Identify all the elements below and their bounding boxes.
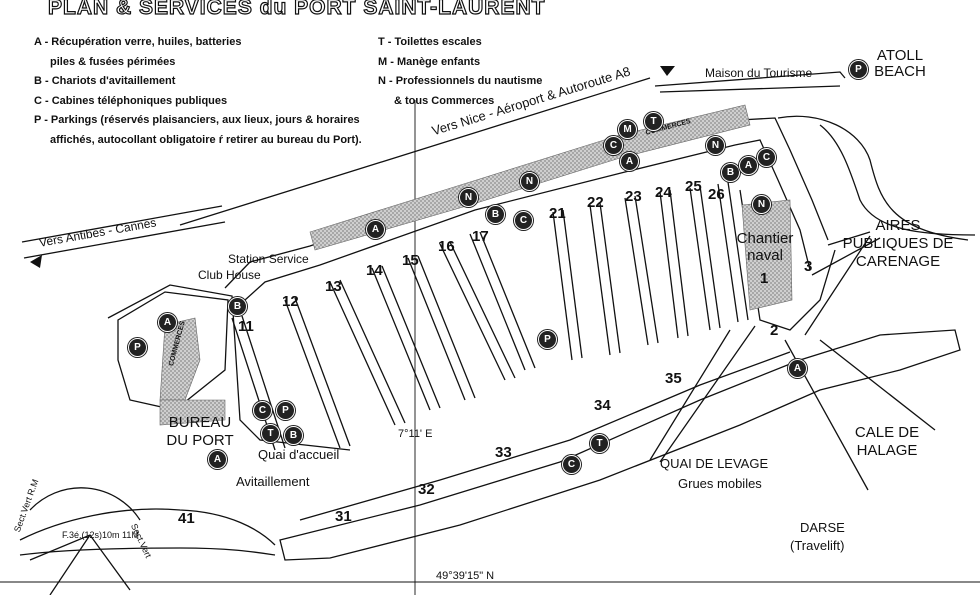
- symbol-a-6: A: [788, 359, 807, 378]
- label-cale-halage: CALE DE HALAGE: [854, 424, 920, 459]
- pontoon-24: 24: [655, 184, 672, 201]
- west-basin: [117, 291, 229, 411]
- label-bureau-port: BUREAU DU PORT: [166, 414, 234, 449]
- label-aires-carenage: AIRES PUBLIQUES DE CARENAGE: [842, 217, 954, 270]
- south-breakwater: [279, 329, 961, 561]
- commerces-bureau: [159, 399, 226, 426]
- symbol-t-3: T: [590, 434, 609, 453]
- pontoon-34: 34: [594, 397, 611, 414]
- pontoon-1: 1: [760, 270, 769, 287]
- legend-item-t: T - Toilettes escales: [378, 36, 482, 48]
- pontoon-35: 35: [665, 370, 682, 387]
- south-breakwater-inner: [299, 351, 791, 521]
- label-darse: DARSE: [800, 520, 845, 535]
- symbol-b-1: B: [486, 205, 505, 224]
- symbol-a-5: A: [208, 450, 227, 469]
- legend-item-a-cont: piles & fusées périmées: [50, 55, 176, 68]
- pontoon-23: 23: [625, 188, 642, 205]
- legend-left: A - Récupération verre, huiles, batterie…: [34, 33, 362, 150]
- light-sector: [29, 534, 131, 595]
- pontoon-13: 13: [325, 278, 342, 295]
- symbol-p-1: P: [128, 338, 147, 357]
- label-light: F.3é.(12s)10m 11M: [62, 530, 139, 540]
- symbol-n-2: N: [520, 172, 539, 191]
- pontoon-41: 41: [178, 510, 195, 527]
- symbol-n-4: N: [752, 195, 771, 214]
- pontoons: [231, 181, 749, 451]
- symbol-m-1: M: [618, 120, 637, 139]
- legend-right: T - Toilettes escales M - Manège enfants…: [378, 33, 542, 111]
- symbol-n-3: N: [706, 136, 725, 155]
- symbol-a-4: A: [158, 313, 177, 332]
- road-antibes-2: [21, 205, 223, 243]
- symbol-c-3: C: [757, 148, 776, 167]
- coast-right-2: [819, 124, 976, 236]
- pontoon-21: 21: [549, 205, 566, 222]
- pontoon-26: 26: [708, 186, 725, 203]
- label-quai-accueil: Quai d'accueil: [258, 447, 340, 462]
- pontoon-11: 11: [238, 318, 254, 335]
- label-quai-levage: QUAI DE LEVAGE: [660, 456, 769, 471]
- symbol-p-2: P: [538, 330, 557, 349]
- symbol-t-1: T: [644, 112, 663, 131]
- symbol-a-2: A: [620, 152, 639, 171]
- legend-item-a: A - Récupération verre, huiles, batterie…: [34, 36, 242, 48]
- pontoon-22: 22: [587, 194, 604, 211]
- legend-item-n: N - Professionnels du nautisme: [378, 75, 543, 87]
- symbol-p-atoll: P: [849, 60, 868, 79]
- map-title: PLAN & SERVICES du PORT SAINT-LAURENT: [47, 0, 546, 20]
- label-grues-mobiles: Grues mobiles: [678, 476, 762, 491]
- legend-item-c: C - Cabines téléphoniques publiques: [34, 94, 228, 107]
- symbol-c-2: C: [514, 211, 533, 230]
- label-travelift: (Travelift): [790, 538, 845, 553]
- commerces-west: [159, 317, 201, 401]
- label-latitude: 49°39'15" N: [436, 570, 495, 582]
- southwest-coast: [19, 508, 276, 546]
- symbol-a-3: A: [739, 156, 758, 175]
- chantier-area: [741, 199, 793, 311]
- legend-item-b: B - Chariots d'avitaillement: [34, 75, 176, 87]
- pontoon-32: 32: [418, 481, 435, 498]
- symbol-c-1: C: [604, 136, 623, 155]
- pontoon-12: 12: [282, 293, 299, 310]
- symbol-a-1: A: [366, 220, 385, 239]
- legend-item-p-cont: affichés, autocollant obligatoire ŕ reti…: [50, 133, 362, 146]
- pontoon-3: 3: [804, 258, 813, 275]
- pontoon-33: 33: [495, 444, 512, 461]
- label-station-service: Station Service: [228, 252, 309, 266]
- pontoon-14: 14: [366, 262, 383, 279]
- legend-item-m: M - Manège enfants: [378, 55, 481, 68]
- pontoon-2: 2: [770, 322, 779, 339]
- pontoon-16: 16: [438, 238, 455, 255]
- label-avitaillement: Avitaillement: [236, 474, 310, 489]
- symbol-t-2: T: [261, 424, 280, 443]
- road-top-right-2: [659, 85, 841, 93]
- pontoon-25: 25: [685, 178, 702, 195]
- pontoon-31: 31: [335, 508, 352, 525]
- road-antibes: [23, 221, 226, 259]
- symbol-b-3: B: [228, 297, 247, 316]
- southwest-coast-2: [19, 547, 276, 556]
- label-longitude: 7°11' E: [398, 428, 433, 440]
- label-chantier-naval: Chantier naval: [736, 230, 794, 264]
- pontoon-15: 15: [402, 252, 419, 269]
- symbol-c-4: C: [253, 401, 272, 420]
- road-top-right: [654, 71, 846, 87]
- label-atoll-beach: ATOLL BEACH: [874, 47, 926, 80]
- symbol-s-1: P: [276, 401, 295, 420]
- label-maison-tourisme: Maison du Tourisme: [705, 66, 813, 80]
- symbol-b-4: B: [284, 426, 303, 445]
- legend-item-p: P - Parkings (réservés plaisanciers, aux…: [34, 114, 360, 126]
- pontoon-17: 17: [472, 228, 489, 245]
- symbol-n-1: N: [459, 188, 478, 207]
- symbol-c-5: C: [562, 455, 581, 474]
- legend-item-n-cont: & tous Commerces: [394, 94, 495, 107]
- coast-right: [777, 115, 969, 241]
- symbol-b-2: B: [721, 163, 740, 182]
- label-club-house: Club House: [198, 268, 261, 282]
